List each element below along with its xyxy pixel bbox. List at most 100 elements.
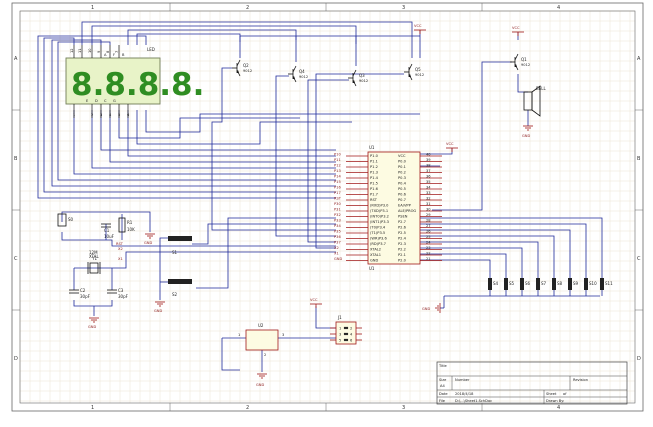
file-label: File [439,399,446,403]
reset-net-label: RST [116,242,124,246]
mcu-right-pin-number: 27 [426,224,431,228]
mcu-right-pin-name: P2.6 [398,226,407,230]
display-label: LED [147,47,155,52]
gnd-label-reset: GND [144,241,152,245]
transistor-ref: Q3 [359,73,365,78]
transistor-ref: Q2 [243,63,249,68]
mcu-right-pin-name: ALE/PROG [398,209,416,213]
mcu-left-pin-net: P11 [334,158,341,162]
mcu-right-pin-name: PSEN [398,215,408,219]
switch-label: S4 [493,281,499,286]
mcu-left-pin-name: P1.5 [370,182,378,186]
display-digits: 8.8.8.8. [71,67,204,103]
mcu-left-pin-name: (T1)P3.5 [370,231,385,235]
switch-label: S5 [509,281,515,286]
mcu-right-pin-name: P2.5 [398,231,406,235]
zone-row-d-left: D [14,356,18,362]
switch-s6: S6 [520,272,531,296]
zone-col-4-top: 4 [557,5,560,11]
crystal-c2-value: 30pF [80,294,91,299]
mcu-right-pin-name: P2.4 [398,237,407,241]
zone-row-a-left: A [14,56,18,62]
mcu-left-pin-name: (INT1)P3.3 [370,220,389,224]
vcc-label-mcu: VCC [446,142,454,146]
size-label: Size [439,378,447,382]
zone-col-1-top: 1 [91,5,94,11]
mcu-right-pin-name: P2.7 [398,220,406,224]
display-bottom-segment: E [86,99,89,103]
mcu-right-pin-number: 39 [426,158,431,162]
display-top-segment: B [122,53,125,57]
display-top-segment: A [104,53,107,57]
switch-s1-label: S1 [172,250,178,255]
wires [37,21,600,372]
mcu-left-pin-name: P1.2 [370,165,378,169]
switch-label: S7 [541,281,547,286]
mcu-left-pin-net: P15 [334,180,341,184]
header-ref: J1 [337,315,342,320]
mcu-left-pin-net: P34 [334,224,341,228]
zone-col-3-bottom: 3 [402,405,405,411]
header-pin: 6 [350,338,353,342]
mcu-left-pin-net: P31 [334,207,341,211]
header-pin: 4 [350,332,353,336]
transistor-part: 9012 [359,79,368,83]
mcu-ref-top: U1 [369,145,375,150]
mcu-right-pin-name: P2.0 [398,259,407,263]
mcu-left-pin-net: P16 [334,185,341,189]
zone-labels: 1 2 3 4 1 2 3 4 A B C D A B C D [14,5,641,411]
mcu-left-pin-name: (INT0)P3.2 [370,215,389,219]
zone-row-b-left: B [14,156,18,162]
zone-ticks [12,3,643,411]
revision-label: Revision [573,378,588,382]
mcu-right-pin-number: 38 [426,163,431,167]
mcu-right-pin-name: VCC [398,154,406,158]
display-bottom-pin: 5 [118,113,120,117]
port-wires [420,217,603,308]
mcu-left-pin-name: P1.3 [370,171,378,175]
switch-s7: S7 [536,272,547,296]
transistor-ref: Q5 [415,67,421,72]
reset-button-label: S0 [68,217,74,222]
zone-col-2-bottom: 2 [246,405,249,411]
crystal-circuit: Y1 12M XTAL X1 X2 C2 30pF C3 30pF [69,247,129,299]
mcu-left-pin-net: GND [334,257,342,261]
bell-label: BELL [536,86,547,91]
mcu-left-pin-name: (WR)P3.6 [370,237,387,241]
crystal-ref: Y1 [91,256,97,261]
crystal-c3-value: 30pF [118,294,129,299]
zone-col-1-bottom: 1 [91,405,94,411]
switch-label: S10 [589,281,597,286]
crystal-freq: 12M [89,250,98,255]
vcc-label-header: VCC [310,298,318,302]
mcu-right-pin-name: P0.6 [398,193,407,197]
drawn-label: Drawn By: [546,399,564,403]
mcu-right-pin-name: P0.4 [398,182,407,186]
date-label: Date [439,392,448,396]
crystal-x2-net: X2 [118,247,123,251]
mcu-left-pin-net: P14 [334,174,341,178]
mcu-left-pin-name: P1.4 [370,176,379,180]
display-top-pin: 9 [97,50,101,53]
display-bottom-pin: 6 [127,113,130,117]
gnd-label-regulator: GND [256,383,264,387]
mcu-right-pin-name: P0.0 [398,160,407,164]
mcu-right-pin-number: 25 [426,235,431,239]
left-switches: S1 S2 [168,236,192,297]
display-bottom-pin: 2 [91,113,93,117]
mcu-left-pin-name: GND [370,259,378,263]
zone-row-b-right: B [637,156,641,162]
mcu-right-pin-number: 32 [426,196,431,200]
mcu-left-pin-name: P1.1 [370,160,378,164]
display-bottom-segment: D [95,99,98,103]
switch-label: S9 [573,281,579,286]
mcu-left-pin-net: P17 [334,191,341,195]
zone-row-d-right: D [637,356,641,362]
